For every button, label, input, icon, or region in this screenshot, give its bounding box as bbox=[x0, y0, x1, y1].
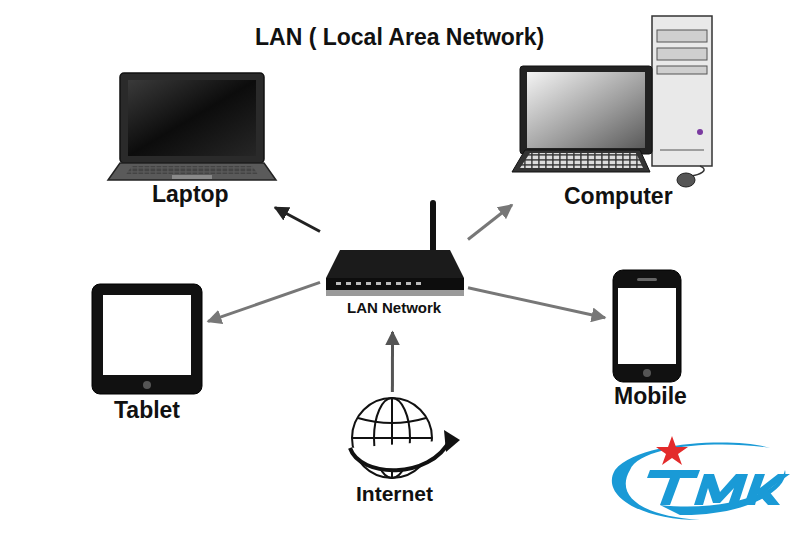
device-node: Mobile bbox=[605, 266, 695, 414]
device-node: Computer bbox=[512, 60, 724, 215]
device-label: Laptop bbox=[152, 182, 229, 207]
device-label: LAN Network bbox=[347, 300, 441, 317]
connection-arrow bbox=[208, 282, 320, 321]
device-label: Mobile bbox=[614, 384, 687, 409]
device-label: Tablet bbox=[114, 398, 180, 423]
device-label: Computer bbox=[564, 184, 673, 209]
diagram-title: LAN ( Local Area Network) bbox=[255, 24, 544, 51]
connection-arrow bbox=[468, 205, 512, 240]
device-node: LAN Network bbox=[320, 198, 468, 332]
connection-arrow bbox=[275, 208, 320, 232]
connection-arrow bbox=[391, 332, 394, 392]
device-label: Internet bbox=[356, 482, 433, 505]
laptop-icon bbox=[108, 73, 276, 180]
device-node: Laptop bbox=[105, 62, 275, 212]
globe-icon bbox=[350, 398, 460, 478]
device-node: Tablet bbox=[86, 280, 208, 428]
device-node: Internet bbox=[330, 392, 460, 509]
router-icon bbox=[326, 200, 464, 296]
connection-arrow bbox=[468, 288, 605, 318]
mobile-icon bbox=[613, 270, 681, 382]
tablet-icon bbox=[92, 284, 202, 394]
company-logo bbox=[612, 436, 790, 520]
